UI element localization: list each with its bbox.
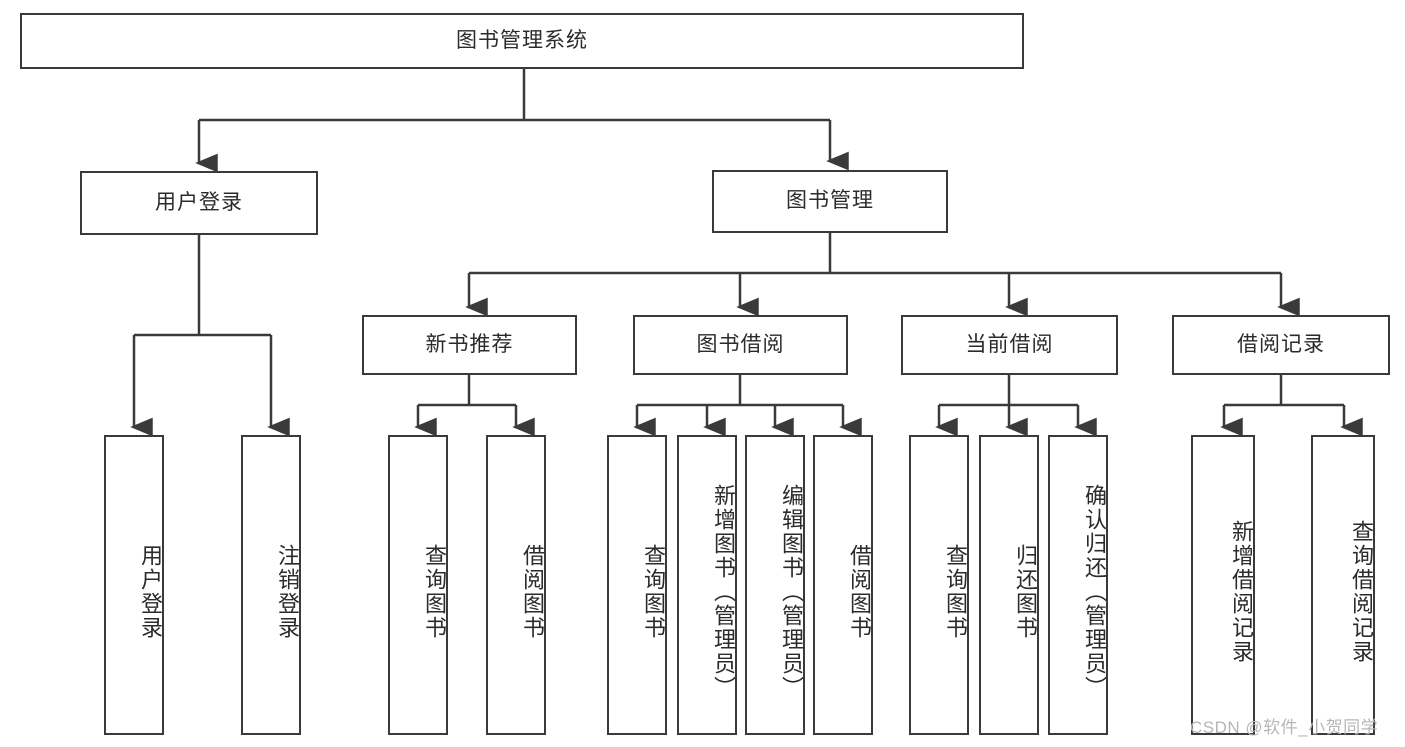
node-leaf-user-logout[interactable]: 注销登录 (241, 435, 301, 735)
watermark: CSDN @软件_小贺同学 (1190, 718, 1379, 737)
node-leaf-query-record-label: 查询借阅记录 (1349, 520, 1374, 664)
node-leaf-edit-book[interactable]: 编辑图书（管理员） (745, 435, 805, 735)
node-leaf-query-book-1-label: 查询图书 (422, 544, 447, 640)
node-book-manage-label: 图书管理 (786, 189, 874, 213)
node-book-borrow[interactable]: 图书借阅 (633, 315, 848, 375)
node-leaf-query-book-3-label: 查询图书 (943, 544, 968, 640)
node-root[interactable]: 图书管理系统 (20, 13, 1024, 69)
node-leaf-query-book-3[interactable]: 查询图书 (909, 435, 969, 735)
node-leaf-user-login[interactable]: 用户登录 (104, 435, 164, 735)
node-borrow-record-label: 借阅记录 (1237, 332, 1325, 356)
node-leaf-add-record[interactable]: 新增借阅记录 (1191, 435, 1255, 735)
node-leaf-add-book[interactable]: 新增图书（管理员） (677, 435, 737, 735)
node-leaf-borrow-book-1-label: 借阅图书 (520, 544, 545, 640)
node-leaf-borrow-book-2[interactable]: 借阅图书 (813, 435, 873, 735)
node-leaf-query-book-1[interactable]: 查询图书 (388, 435, 448, 735)
node-user-login-label: 用户登录 (155, 190, 243, 214)
node-book-borrow-label: 图书借阅 (696, 332, 785, 356)
node-borrow-record[interactable]: 借阅记录 (1172, 315, 1390, 375)
node-leaf-user-login-label: 用户登录 (138, 544, 163, 640)
node-leaf-borrow-book-1[interactable]: 借阅图书 (486, 435, 546, 735)
node-new-book-rec[interactable]: 新书推荐 (362, 315, 577, 375)
node-leaf-confirm-return[interactable]: 确认归还（管理员） (1048, 435, 1108, 735)
node-leaf-edit-book-label: 编辑图书（管理员） (779, 484, 804, 700)
node-leaf-add-book-label: 新增图书（管理员） (711, 484, 736, 700)
node-leaf-borrow-book-2-label: 借阅图书 (847, 544, 872, 640)
node-leaf-return-book[interactable]: 归还图书 (979, 435, 1039, 735)
node-leaf-confirm-return-label: 确认归还（管理员） (1082, 484, 1107, 700)
node-leaf-query-record[interactable]: 查询借阅记录 (1311, 435, 1375, 735)
node-current-borrow[interactable]: 当前借阅 (901, 315, 1118, 375)
node-leaf-query-book-2[interactable]: 查询图书 (607, 435, 667, 735)
node-user-login[interactable]: 用户登录 (80, 171, 318, 235)
node-leaf-add-record-label: 新增借阅记录 (1229, 520, 1254, 664)
node-leaf-user-logout-label: 注销登录 (275, 544, 300, 640)
node-root-label: 图书管理系统 (456, 28, 588, 52)
node-book-manage[interactable]: 图书管理 (712, 170, 948, 233)
node-leaf-return-book-label: 归还图书 (1013, 544, 1038, 640)
node-current-borrow-label: 当前借阅 (965, 332, 1054, 356)
node-leaf-query-book-2-label: 查询图书 (641, 544, 666, 640)
node-new-book-rec-label: 新书推荐 (425, 332, 514, 356)
